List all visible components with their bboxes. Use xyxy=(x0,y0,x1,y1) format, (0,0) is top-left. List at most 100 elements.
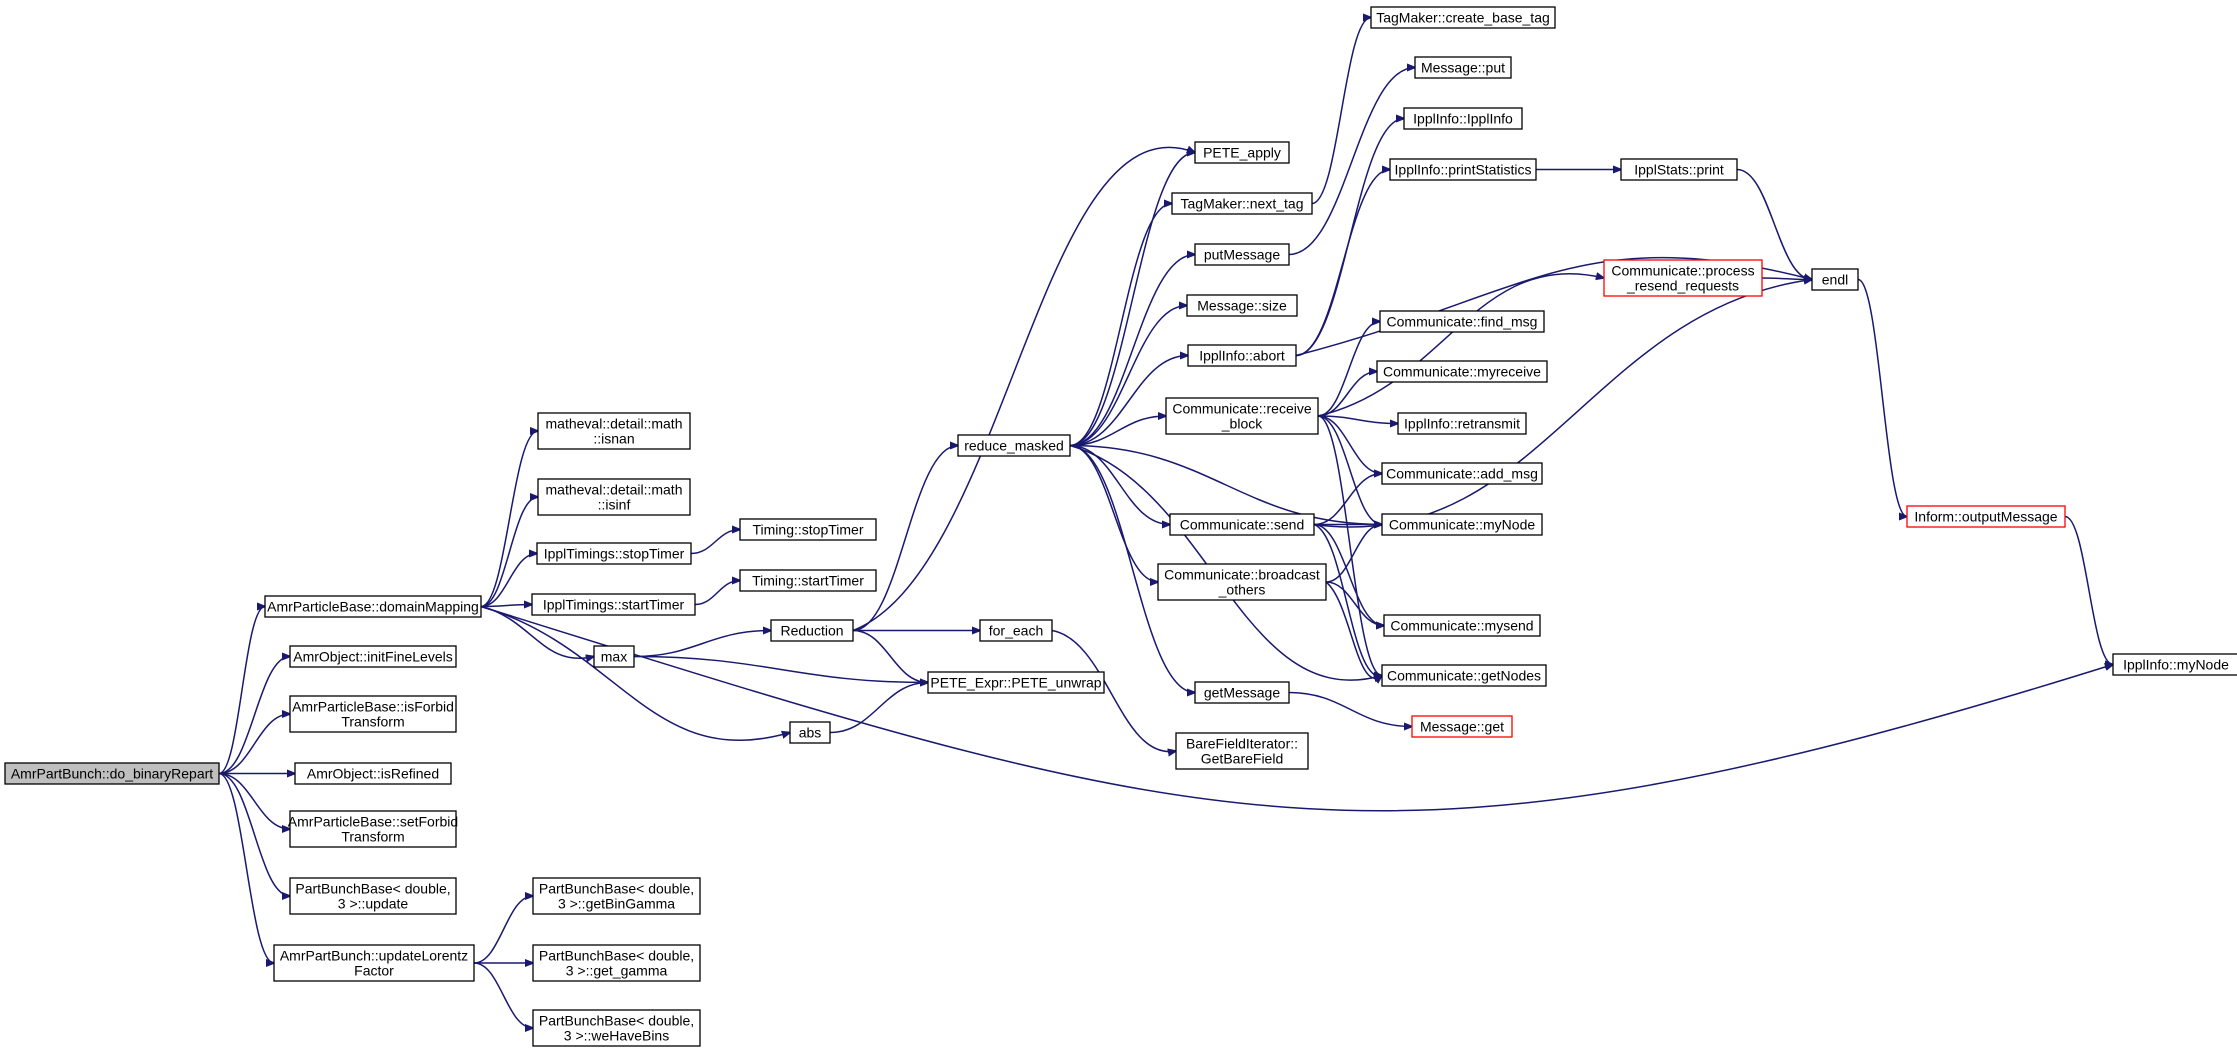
node-initFineLevels[interactable]: AmrObject::initFineLevels xyxy=(289,645,457,668)
node-reduction[interactable]: Reduction xyxy=(770,619,854,642)
node-tStop[interactable]: Timing::stopTimer xyxy=(739,518,877,541)
node-getBareField[interactable]: BareFieldIterator::GetBareField xyxy=(1175,732,1309,770)
node-box xyxy=(789,721,831,744)
node-box xyxy=(739,569,877,592)
node-box xyxy=(1169,513,1315,536)
node-box xyxy=(294,762,452,785)
node-forEach[interactable]: for_each xyxy=(979,619,1053,642)
node-isnan[interactable]: matheval::detail::math::isnan xyxy=(537,412,691,450)
edge-getMessage-to-msgGet xyxy=(1288,691,1412,727)
edge-reduceMasked-to-msgSize xyxy=(1069,306,1187,447)
node-abs[interactable]: abs xyxy=(789,721,831,744)
node-box xyxy=(532,1009,701,1047)
node-statsPrint[interactable]: IpplStats::print xyxy=(1620,158,1738,181)
node-label: abs xyxy=(799,725,822,741)
node-nextTag[interactable]: TagMaker::next_tag xyxy=(1171,192,1313,215)
node-peteUnwrap[interactable]: PETE_Expr::PETE_unwrap xyxy=(927,671,1105,694)
node-label: PartBunchBase< double, xyxy=(539,948,694,964)
node-peteApply[interactable]: PETE_apply xyxy=(1194,141,1290,164)
node-startTimer[interactable]: IpplTimings::startTimer xyxy=(531,593,696,616)
node-label: putMessage xyxy=(1204,247,1280,263)
node-box xyxy=(531,593,696,616)
node-receiveBlock[interactable]: Communicate::receive_block xyxy=(1165,397,1319,435)
node-label: 3 >::update xyxy=(338,896,409,912)
node-endl[interactable]: endl xyxy=(1811,268,1859,291)
edge-reduceMasked-to-receiveBlock xyxy=(1069,416,1166,447)
node-ipplInfoCtor[interactable]: IpplInfo::IpplInfo xyxy=(1403,107,1523,130)
node-label: Message::size xyxy=(1197,298,1287,314)
node-label: matheval::detail::math xyxy=(546,416,683,432)
node-pbbUpdate[interactable]: PartBunchBase< double, 3 >::update xyxy=(289,877,457,915)
node-stopTimer[interactable]: IpplTimings::stopTimer xyxy=(536,542,692,565)
node-max[interactable]: max xyxy=(593,645,635,668)
edge-ipplAbort-to-printStatistics xyxy=(1295,170,1390,357)
node-getBinGamma[interactable]: PartBunchBase< double, 3 >::getBinGamma xyxy=(532,877,701,915)
edge-updLorentz-to-weHaveBins xyxy=(473,962,533,1028)
node-box xyxy=(1603,259,1763,297)
node-label: Factor xyxy=(354,963,394,979)
node-addMsg[interactable]: Communicate::add_msg xyxy=(1381,462,1543,485)
node-commMyNode[interactable]: Communicate::myNode xyxy=(1381,513,1543,536)
edge-receiveBlock-to-processResend xyxy=(1317,274,1604,417)
node-putMessage[interactable]: putMessage xyxy=(1194,243,1290,266)
node-getGamma[interactable]: PartBunchBase< double, 3 >::get_gamma xyxy=(532,944,701,982)
node-label: GetBareField xyxy=(1201,751,1283,767)
node-label: 3 >::weHaveBins xyxy=(564,1028,669,1044)
edge-reduceMasked-to-commMyNode xyxy=(1069,444,1382,525)
node-isinf[interactable]: matheval::detail::math::isinf xyxy=(537,478,691,516)
node-getNodes[interactable]: Communicate::getNodes xyxy=(1381,664,1547,687)
node-box xyxy=(1403,107,1523,130)
node-outputMessage[interactable]: Inform::outputMessage xyxy=(1906,505,2066,528)
node-mysend[interactable]: Communicate::mysend xyxy=(1383,614,1541,637)
node-box xyxy=(1186,294,1298,317)
node-label: Communicate::broadcast xyxy=(1164,567,1320,583)
node-domainMapping[interactable]: AmrParticleBase::domainMapping xyxy=(264,595,482,618)
node-commSend[interactable]: Communicate::send xyxy=(1169,513,1315,536)
node-weHaveBins[interactable]: PartBunchBase< double, 3 >::weHaveBins xyxy=(532,1009,701,1047)
node-label: Communicate::send xyxy=(1180,517,1305,533)
node-broadcastOthers[interactable]: Communicate::broadcast_others xyxy=(1157,563,1327,601)
node-root[interactable]: AmrPartBunch::do_binaryRepart xyxy=(4,762,220,785)
node-myreceive[interactable]: Communicate::myreceive xyxy=(1376,360,1548,383)
node-box xyxy=(593,645,635,668)
node-msgPut[interactable]: Message::put xyxy=(1414,56,1512,79)
node-ipplMyNode[interactable]: IpplInfo::myNode xyxy=(2112,653,2237,676)
node-msgGet[interactable]: Message::get xyxy=(1411,715,1513,738)
edge-root-to-isForbid xyxy=(218,714,290,775)
edge-receiveBlock-to-myreceive xyxy=(1317,372,1377,417)
edge-reduceMasked-to-peteApply xyxy=(1069,153,1195,447)
node-ipplAbort[interactable]: IpplInfo::abort xyxy=(1187,344,1297,367)
edge-reduceMasked-to-putMessage xyxy=(1069,255,1195,447)
call-nodes: AmrPartBunch::do_binaryRepartAmrParticle… xyxy=(4,6,2237,1047)
node-createBaseTag[interactable]: TagMaker::create_base_tag xyxy=(1370,6,1556,29)
node-retransmit[interactable]: IpplInfo::retransmit xyxy=(1397,412,1527,435)
node-tStart[interactable]: Timing::startTimer xyxy=(739,569,877,592)
node-label: IpplInfo::myNode xyxy=(2123,657,2229,673)
node-label: 3 >::get_gamma xyxy=(566,963,668,979)
edge-max-to-reduction xyxy=(633,631,771,658)
node-box xyxy=(1194,681,1290,704)
node-box xyxy=(1906,505,2066,528)
node-label: Communicate::myreceive xyxy=(1383,364,1541,380)
node-box xyxy=(289,810,457,848)
node-processResend[interactable]: Communicate::process_resend_requests xyxy=(1603,259,1763,297)
node-findMsg[interactable]: Communicate::find_msg xyxy=(1379,310,1545,333)
node-box xyxy=(1397,412,1527,435)
edge-receiveBlock-to-getNodes xyxy=(1317,415,1382,676)
node-label: Message::put xyxy=(1421,60,1505,76)
node-box xyxy=(537,478,691,516)
node-reduceMasked[interactable]: reduce_masked xyxy=(957,434,1071,457)
node-msgSize[interactable]: Message::size xyxy=(1186,294,1298,317)
edge-root-to-pbbUpdate xyxy=(218,772,290,897)
node-label: Communicate::process xyxy=(1611,263,1754,279)
edge-domainMapping-to-isinf xyxy=(480,497,538,608)
node-printStatistics[interactable]: IpplInfo::printStatistics xyxy=(1389,158,1537,181)
node-label: ::isnan xyxy=(593,431,634,447)
edge-startTimer-to-tStart xyxy=(694,581,740,606)
node-label: 3 >::getBinGamma xyxy=(558,896,675,912)
node-isRefined[interactable]: AmrObject::isRefined xyxy=(294,762,452,785)
node-getMessage[interactable]: getMessage xyxy=(1194,681,1290,704)
